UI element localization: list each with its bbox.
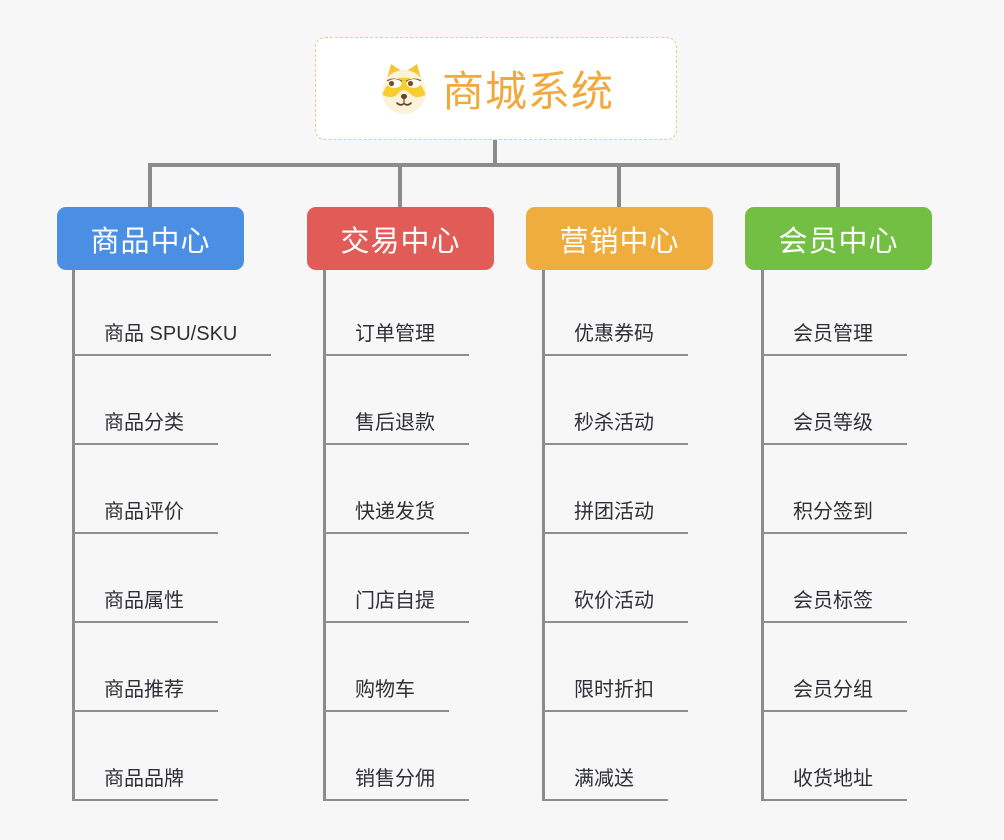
- leaf-node[interactable]: 快递发货: [323, 498, 469, 534]
- leaf-node[interactable]: 商品属性: [72, 587, 218, 623]
- shiba-dog-icon: [381, 63, 426, 114]
- leaf-node[interactable]: 售后退款: [323, 409, 469, 445]
- leaf-node[interactable]: 订单管理: [323, 320, 469, 356]
- leaf-node[interactable]: 商品推荐: [72, 676, 218, 712]
- leaf-node[interactable]: 商品品牌: [72, 765, 218, 801]
- leaf-node[interactable]: 会员等级: [761, 409, 907, 445]
- column-spine-line: [761, 270, 764, 801]
- column-spine-line: [323, 270, 326, 801]
- branch-drop-line: [398, 165, 402, 207]
- leaf-node[interactable]: 会员标签: [761, 587, 907, 623]
- leaf-node[interactable]: 收货地址: [761, 765, 907, 801]
- leaf-node[interactable]: 拼团活动: [542, 498, 688, 534]
- leaf-node[interactable]: 商品分类: [72, 409, 218, 445]
- root-stub-line: [493, 140, 497, 167]
- leaf-node[interactable]: 优惠券码: [542, 320, 688, 356]
- leaf-node[interactable]: 限时折扣: [542, 676, 688, 712]
- leaf-node[interactable]: 秒杀活动: [542, 409, 688, 445]
- branch-bus-line: [148, 163, 840, 167]
- branch-drop-line: [836, 165, 840, 207]
- leaf-node[interactable]: 购物车: [323, 676, 449, 712]
- leaf-node[interactable]: 销售分佣: [323, 765, 469, 801]
- leaf-node[interactable]: 商品 SPU/SKU: [72, 320, 272, 356]
- branch-drop-line: [617, 165, 621, 207]
- root-title: 商城系统: [441, 68, 614, 115]
- branch-drop-line: [148, 165, 152, 207]
- leaf-node[interactable]: 门店自提: [323, 587, 469, 623]
- branch-node-trade[interactable]: 交易中心: [307, 207, 494, 270]
- leaf-node[interactable]: 会员管理: [761, 320, 907, 356]
- leaf-node[interactable]: 商品评价: [72, 498, 218, 534]
- leaf-node[interactable]: 会员分组: [761, 676, 907, 712]
- column-spine-line: [542, 270, 545, 801]
- leaf-node[interactable]: 满减送: [542, 765, 668, 801]
- leaf-node[interactable]: 积分签到: [761, 498, 907, 534]
- root-node[interactable]: 商城系统: [315, 37, 677, 140]
- column-spine-line: [72, 270, 75, 801]
- branch-node-member[interactable]: 会员中心: [745, 207, 932, 270]
- branch-node-product[interactable]: 商品中心: [57, 207, 244, 270]
- branch-node-marketing[interactable]: 营销中心: [526, 207, 713, 270]
- leaf-node[interactable]: 砍价活动: [542, 587, 688, 623]
